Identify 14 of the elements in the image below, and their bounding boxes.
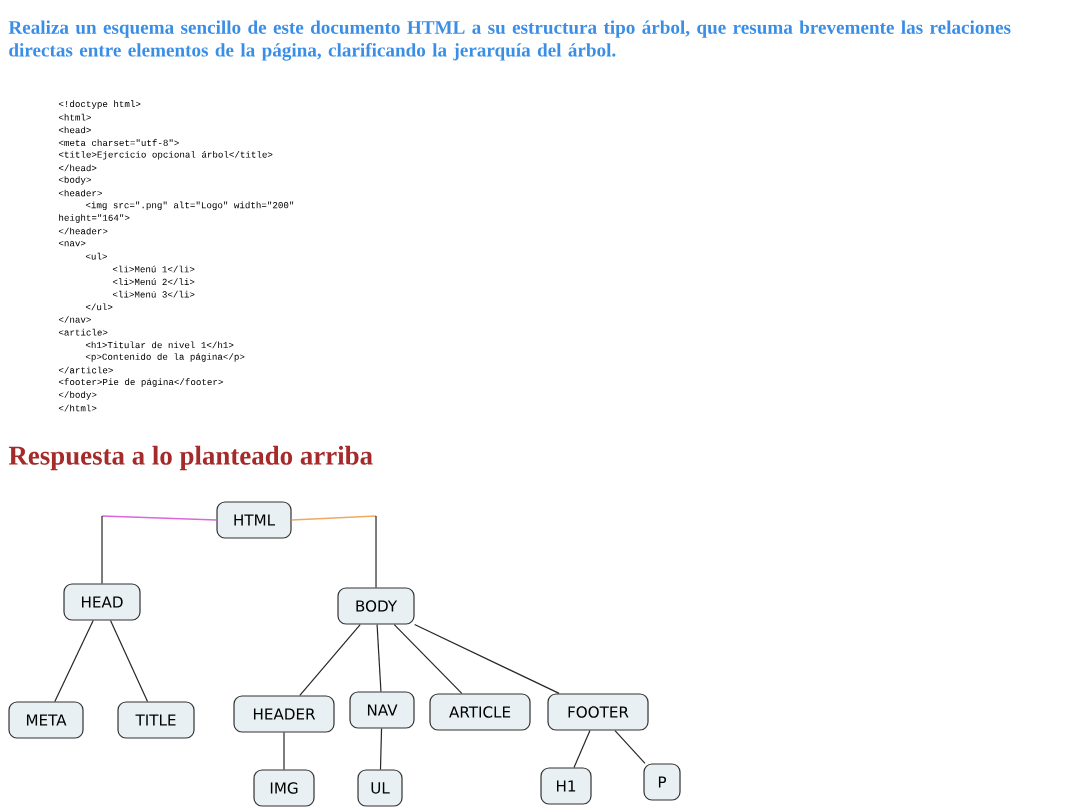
heading: Realiza un esquema sencillo de este documento HTML a su estructura tipo árbol, que resuma brevemente las relaciones directas entre elementos de la página, clarificando la jerarquía del árbol. (8, 20, 1011, 61)
connector-line (54, 620, 94, 702)
connector-line (290, 515, 377, 588)
connector-line (299, 624, 361, 696)
connector-line (376, 624, 382, 692)
connector-line (101, 515, 218, 584)
connector-line (109, 620, 149, 702)
connector-line (614, 730, 646, 764)
connector-line (283, 732, 285, 770)
section-heading: Respuesta a lo planteado arriba (8, 445, 373, 471)
connector-line (414, 623, 560, 694)
connector-line (379, 728, 383, 770)
connector-line (573, 730, 591, 768)
connector-line (393, 624, 463, 694)
